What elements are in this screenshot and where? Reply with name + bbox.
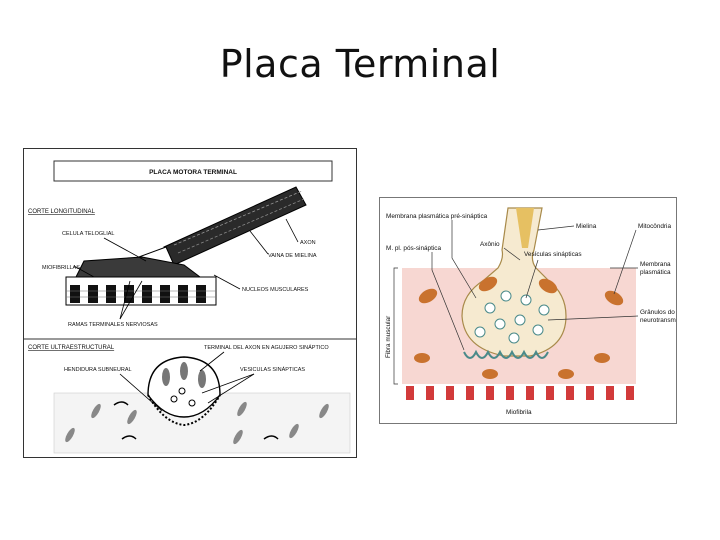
header-box: [53, 160, 333, 182]
label-miofibrillas: MIOFIBRILLAS: [42, 265, 80, 271]
label-mitocondria: Mitocôndria: [638, 223, 671, 230]
ultrastructure-illustration: [53, 356, 351, 454]
diagram-header: PLACA MOTORA TERMINAL: [149, 169, 237, 176]
muscle-fiber-block: [65, 256, 217, 306]
label-hendidura: HENDIDURA SUBNEURAL: [64, 367, 132, 373]
label-granulos-1: Grânulos do: [640, 309, 675, 316]
axon-terminal-illustration: [414, 207, 624, 379]
label-mielina: Mielina: [576, 223, 597, 230]
label-vaina-mielina: VAINA DE MIELINA: [268, 253, 317, 259]
label-ramas-terminales: RAMAS TERMINALES NERVIOSAS: [68, 322, 158, 328]
label-axonio: Axônio: [480, 241, 500, 248]
label-vesiculas-left: VESICULAS SINÁPTICAS: [240, 366, 305, 373]
motor-end-plate-diagram: PLACA MOTORA TERMINAL CORTE LONGITUDINAL: [23, 148, 357, 458]
label-celula-teloglial: CELULA TELOGLIAL: [62, 231, 114, 237]
label-membrana-pre: Membrana plasmática pré-sináptica: [386, 213, 488, 220]
label-membrana-plasmatica-1: Membrana: [640, 261, 671, 268]
label-terminal-axon: TERMINAL DEL AXON EN AGUJERO SINÁPTICO: [204, 344, 329, 351]
label-vesiculas-right: Vesículas sinápticas: [524, 251, 582, 258]
section-ultra-title: CORTE ULTRAESTRUCTURAL: [28, 345, 115, 351]
label-membrana-plasmatica-2: plasmática: [640, 269, 671, 276]
label-fibra-muscular: Fibra muscular: [385, 315, 392, 358]
label-miofibrila: Miofibrila: [506, 409, 532, 416]
slide-title: Placa Terminal: [219, 42, 501, 86]
label-axon: AXON: [300, 240, 316, 246]
label-granulos-2: neurotransmissor: [640, 317, 676, 324]
leader-lines-ultra: [119, 351, 255, 412]
neuromuscular-junction-diagram: Membrana plasmática pré-sináptica Mielin…: [379, 197, 677, 424]
leader-lines-right: [393, 220, 639, 385]
section-longitudinal-title: CORTE LONGITUDINAL: [28, 209, 96, 215]
label-nucleos-musculares: NUCLEOS MUSCULARES: [242, 287, 309, 293]
label-m-pl-pos: M. pl. pós-sináptica: [386, 245, 441, 252]
leader-lines-longitudinal: [73, 218, 299, 320]
